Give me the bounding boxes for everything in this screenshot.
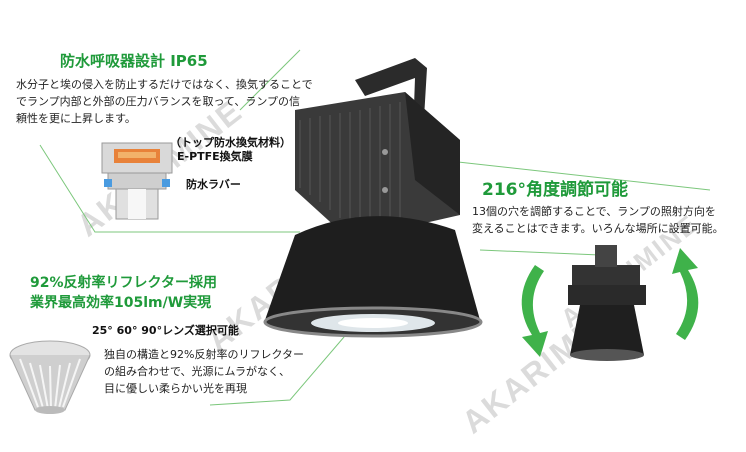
breathing-title: 防水呼吸器設計 IP65 <box>60 52 208 70</box>
breathing-desc: 水分子と埃の侵入を防止するだけではなく、換気することで でランプ内部と外部の圧力… <box>16 76 316 127</box>
angle-desc-line-1: 13個の穴を調節することで、ランプの照射方向を <box>472 205 716 218</box>
angle-desc: 13個の穴を調節することで、ランプの照射方向を 変えることはできます。いろんな場… <box>472 203 742 237</box>
breathing-desc-line-2: でランプ内部と外部の圧力バランスを取って、ランプの信 <box>16 95 301 108</box>
lens-options: 25° 60° 90°レンズ選択可能 <box>92 324 239 337</box>
angle-title: 216°角度調節可能 <box>482 180 628 200</box>
reflector-desc-line-3: 目に優しい柔らかい光を再現 <box>104 382 247 395</box>
reflector-desc-line-2: の組み合わせで、光源にムラがなく、 <box>104 365 291 378</box>
membrane-label-2: E-PTFE換気膜 <box>177 150 253 163</box>
breather-cutaway-image <box>101 142 173 220</box>
angle-rotation-image <box>521 245 699 361</box>
reflector-cup-image <box>9 340 91 414</box>
breathing-desc-line-1: 水分子と埃の侵入を防止するだけではなく、換気することで <box>16 78 313 91</box>
angle-desc-line-2: 変えることはできます。いろんな場所に設置可能。 <box>472 222 724 235</box>
reflector-title-2: 業界最高効率105lm/W実現 <box>30 295 212 311</box>
membrane-label-1: （トップ防水換気材料） <box>170 136 291 149</box>
rubber-label: 防水ラバー <box>186 178 241 191</box>
reflector-desc-line-1: 独自の構造と92%反射率のリフレクター <box>104 348 305 361</box>
reflector-desc: 独自の構造と92%反射率のリフレクター の組み合わせで、光源にムラがなく、 目に… <box>104 346 314 397</box>
lamp-image <box>263 58 483 338</box>
reflector-title-1: 92%反射率リフレクター採用 <box>30 275 217 291</box>
breathing-desc-line-3: 頼性を更に上昇します。 <box>16 112 136 125</box>
